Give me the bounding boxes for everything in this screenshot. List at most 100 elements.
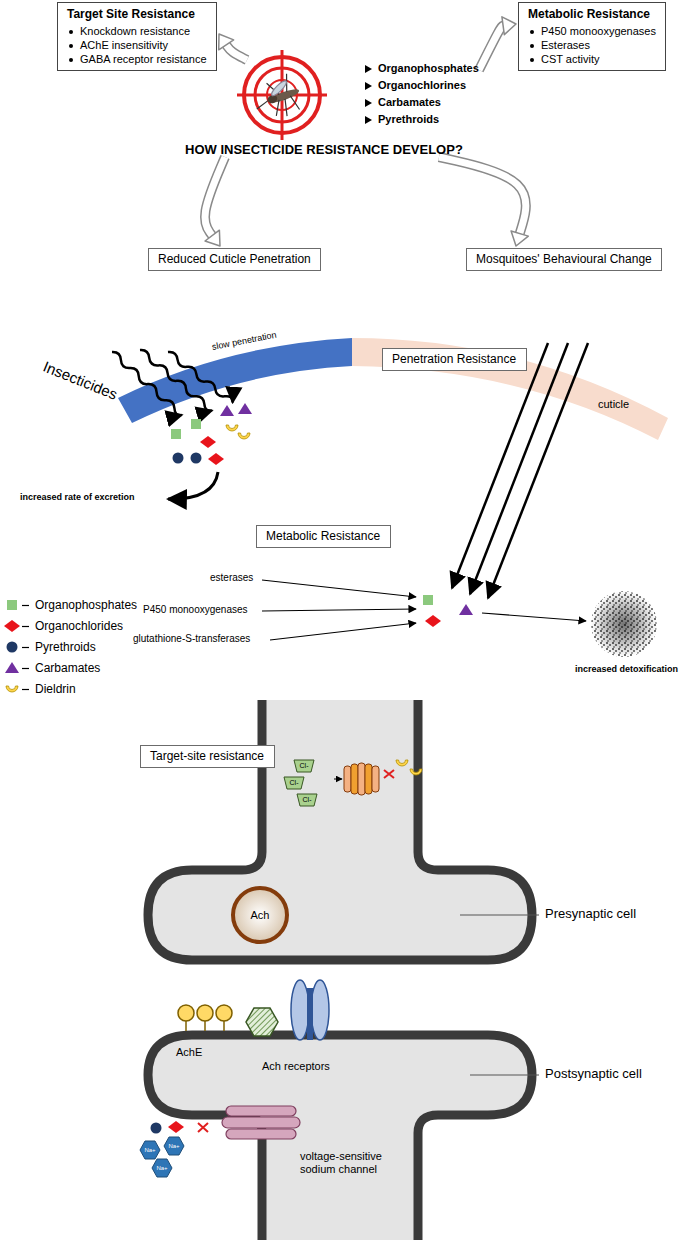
box-heading: Metabolic Resistance (528, 7, 656, 22)
list-item: Organophosphates (185, 60, 479, 77)
postsynaptic-neuron (148, 1035, 532, 1240)
arrow-outline (439, 157, 526, 234)
penetration-arrows (488, 343, 588, 598)
ach-receptor (307, 988, 313, 1040)
box-label: Metabolic Resistance (266, 529, 381, 544)
target-icon (264, 74, 300, 120)
enzyme-arrows (262, 609, 416, 611)
insecticide-label: Insecticides (41, 358, 120, 403)
arrow-body (439, 157, 526, 234)
leader-line (460, 915, 539, 916)
sodium-ions (152, 1159, 172, 1177)
penetration-arrows (470, 343, 568, 594)
hollow-arrow (205, 157, 225, 246)
hollow-arrow (439, 157, 528, 246)
enzyme-arrows (262, 580, 416, 597)
blocked-insecticides (151, 1121, 209, 1134)
penetration-arrows (452, 343, 548, 588)
postsynaptic-neuron (148, 1035, 532, 1240)
legend-text: Dieldrin (35, 682, 76, 696)
presynaptic-neuron (148, 700, 532, 960)
enzyme-label: esterases (210, 572, 253, 584)
gaba-channel (334, 760, 422, 795)
box-label: Mosquitoes' Behavioural Change (476, 252, 652, 267)
ion-label: Cl- (290, 779, 299, 787)
legend-shape (6, 686, 18, 692)
part-label: Ach receptors (262, 1060, 330, 1073)
sodium-channel (222, 1117, 300, 1128)
hexagon-molecule (246, 1008, 278, 1036)
penetration-arrows (452, 343, 588, 598)
blocked-insecticides (151, 1123, 162, 1134)
legend-dash (22, 605, 29, 606)
ion-label: Cl- (300, 762, 309, 770)
box-label: Penetration Resistance (392, 352, 517, 367)
insecticide-molecules (171, 403, 252, 465)
sodium-channel (222, 1106, 300, 1139)
sodium-channel (226, 1129, 296, 1139)
legend-symbol (4, 597, 32, 613)
metabolised-molecules (459, 604, 473, 615)
legend-dash (22, 626, 29, 627)
insecticide-molecules (226, 425, 238, 431)
enzyme-arrows (262, 580, 586, 640)
arrow-head (502, 17, 516, 35)
target-icon (249, 72, 306, 125)
legend-entry: Pyrethroids (4, 639, 96, 655)
part-label: AchE (176, 1046, 202, 1059)
blocked-insecticides (168, 1121, 184, 1133)
legend-symbol (4, 681, 32, 697)
arrow-outline (205, 157, 225, 236)
resistance-box: Target Site ResistanceKnockdown resistan… (57, 2, 217, 71)
detox-cloud (591, 591, 657, 657)
gaba-channel (410, 769, 422, 775)
arrow-head (205, 230, 220, 246)
gaba-channel (396, 760, 408, 766)
arrow-head (219, 34, 234, 50)
box-label: Reduced Cuticle Penetration (158, 252, 311, 267)
resistance-box: Metabolic ResistanceP450 monooxygenasesE… (518, 2, 666, 71)
target-icon (270, 79, 288, 97)
cuticle-band (352, 338, 668, 440)
legend-shape (5, 662, 19, 673)
blocked-insecticides (198, 1123, 208, 1132)
arrow-outline (226, 45, 247, 60)
insecticide-molecules (171, 429, 181, 439)
legend-entry: Dieldrin (4, 681, 76, 697)
cuticle-band (118, 338, 668, 440)
ache-enzymes (216, 1005, 232, 1021)
bullet-item: AChE insensitivity (67, 39, 207, 53)
insecticide-molecules (200, 436, 216, 448)
process-note: increased rate of excretion (20, 492, 135, 502)
chloride-ions (284, 777, 304, 789)
ach-vesicle (233, 888, 287, 942)
legend-text: Pyrethroids (35, 640, 96, 654)
legend-symbol (4, 660, 32, 676)
ach-receptor (291, 980, 329, 1040)
box-label: Target-site resistance (150, 749, 265, 764)
ion-label: Cl- (303, 796, 312, 804)
legend-dash (22, 668, 29, 669)
excretion-arrow (168, 472, 218, 499)
sodium-ions (164, 1137, 184, 1155)
detox-cloud (591, 591, 657, 657)
legend-dash (22, 689, 29, 690)
gaba-channel (358, 763, 365, 795)
main-question: HOW INSECTICIDE RESISTANCE DEVELOP? (185, 142, 479, 157)
cell-label: Postsynaptic cell (545, 1067, 642, 1082)
ach-receptor (291, 980, 309, 1040)
cell-label: Presynaptic cell (545, 907, 636, 922)
resistance-box: Mosquitoes' Behavioural Change (466, 248, 662, 271)
ion-label: Na+ (168, 1143, 179, 1150)
bullet-item: Knockdown resistance (67, 25, 207, 39)
legend-symbol (4, 639, 32, 655)
ion-label: Na+ (144, 1147, 155, 1154)
legend-shape (7, 642, 18, 653)
legend-entry: Carbamates (4, 660, 100, 676)
ach-receptor (311, 980, 329, 1040)
chloride-ions (284, 760, 317, 806)
presynaptic-neuron (148, 700, 532, 960)
legend-dash (22, 647, 29, 648)
hollow-arrow (479, 17, 516, 70)
insecticide-molecules (208, 453, 224, 465)
